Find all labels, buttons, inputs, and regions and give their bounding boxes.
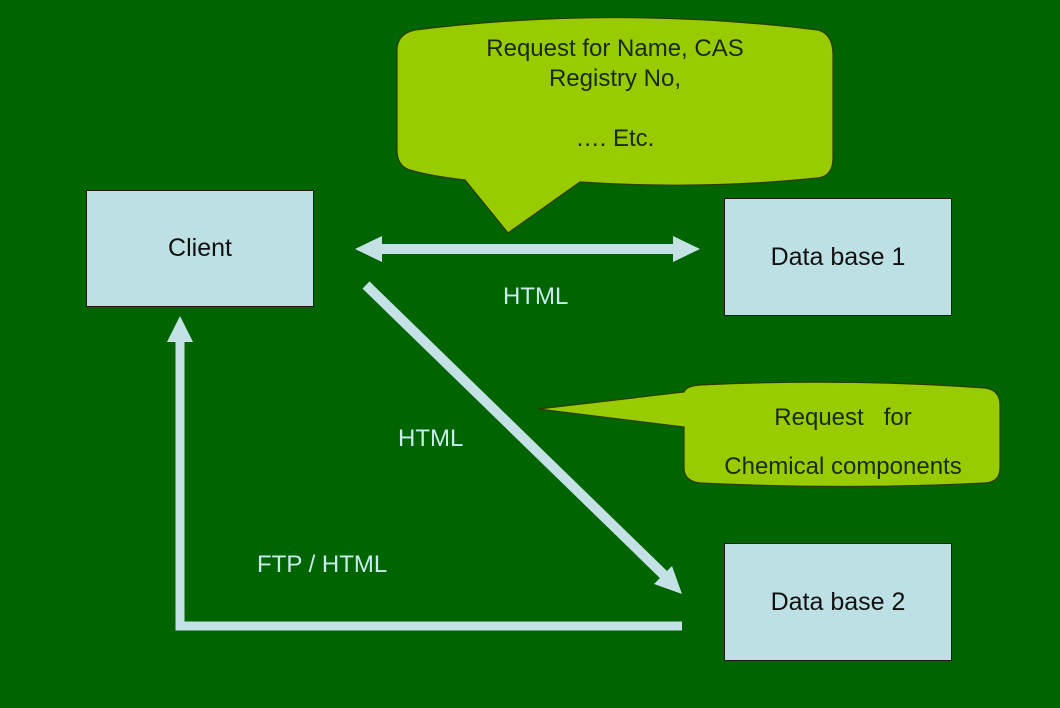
arrowhead-right-icon	[673, 236, 700, 262]
callout-right-text: Request for Chemical components	[688, 393, 998, 491]
callout-top-line-3: …. Etc.	[575, 125, 655, 152]
callout-right-shape	[537, 381, 1001, 488]
arrowhead-up-icon	[167, 316, 193, 342]
edge-label-client-db1: HTML	[503, 283, 569, 310]
edge-label-client-db2: HTML	[398, 425, 464, 452]
callout-right-line-2: Chemical components	[724, 453, 962, 480]
callout-top-line-1: Request for Name, CAS	[486, 35, 744, 62]
node-database-1: Data base 1	[724, 198, 952, 316]
arrow-client-db1	[355, 236, 700, 262]
arrow-client-db2	[362, 281, 682, 594]
callout-right-line-1: Request for	[774, 404, 912, 431]
node-client-label: Client	[168, 234, 232, 262]
callout-top-line-2: Registry No,	[548, 65, 682, 92]
node-client: Client	[86, 190, 314, 307]
arrowhead-down-right-icon	[654, 566, 682, 594]
arrow-db2-client	[167, 316, 682, 631]
node-database-1-label: Data base 1	[770, 242, 906, 271]
edge-label-db2-client: FTP / HTML	[257, 551, 388, 578]
callout-top-shape	[396, 16, 834, 234]
arrowhead-left-icon	[355, 236, 382, 262]
node-database-2-label: Data base 2	[770, 587, 906, 616]
callout-top-text: Request for Name, CAS Registry No, …. Et…	[400, 34, 830, 154]
node-database-2: Data base 2	[724, 543, 952, 661]
